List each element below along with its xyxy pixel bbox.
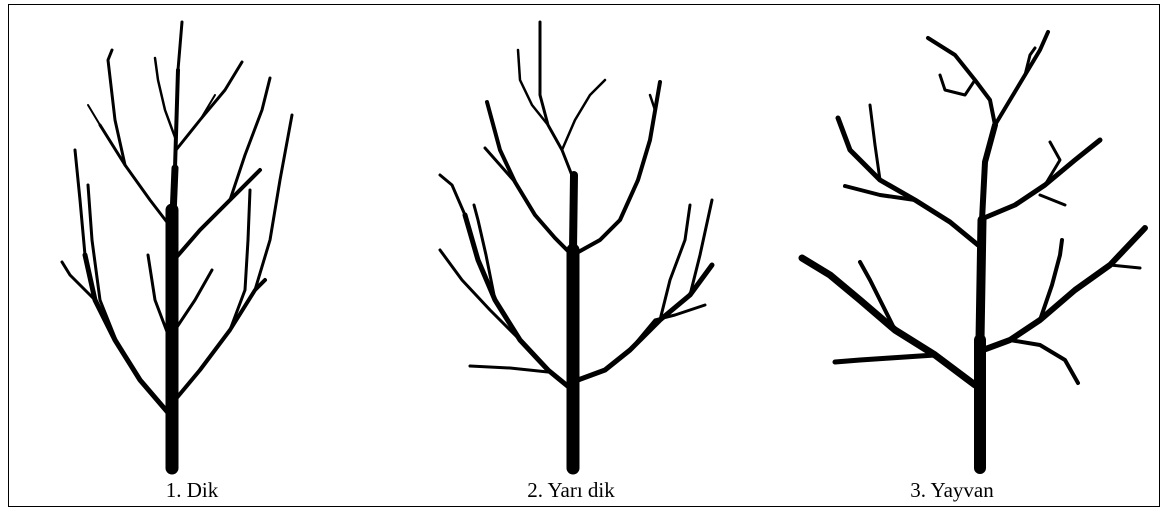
tree-label-semi-upright: 2. Yarı dik [379, 478, 763, 503]
tree-label-spreading: 3. Yayvan [760, 478, 1144, 503]
tree-label-upright: 1. Dik [0, 478, 384, 503]
